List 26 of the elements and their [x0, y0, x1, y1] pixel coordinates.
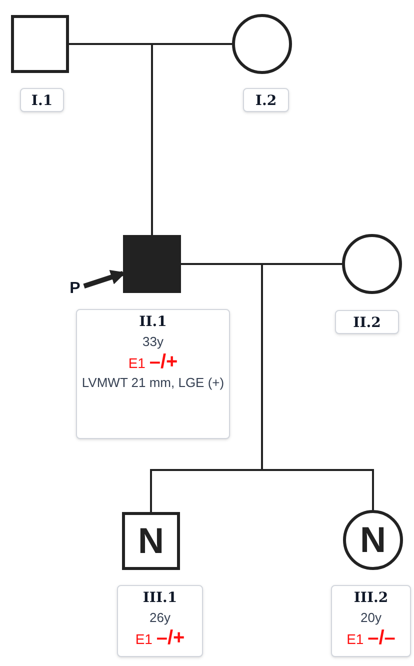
individual-id: III.1 [142, 589, 178, 608]
proband-label: P [66, 278, 84, 300]
genotype: E1 –/+ [135, 628, 185, 649]
clinical-note: LVMWT 21 mm, LGE (+) [82, 374, 224, 392]
male-symbol [11, 15, 69, 73]
label-card [331, 585, 411, 657]
status-letter: N [360, 522, 386, 558]
clinical-note: 26y [150, 609, 170, 627]
clinical-note: 33y [142, 333, 164, 351]
label-card [76, 309, 230, 439]
clinical-note: 20y [360, 609, 382, 627]
male-symbol [122, 512, 180, 570]
genotype: E1 –/– [346, 628, 396, 649]
connector-line [151, 43, 232, 235]
label-card [20, 88, 64, 112]
individual-id: I.2 [255, 92, 277, 111]
label-card [335, 310, 399, 334]
individual-id: II.2 [353, 314, 381, 333]
label-card [117, 585, 203, 657]
genotype: E1 –/+ [128, 352, 178, 373]
individual-id: II.1 [139, 313, 167, 332]
individual-id: III.2 [354, 589, 388, 608]
individual-id: I.1 [31, 92, 53, 111]
label-card [243, 88, 289, 112]
male-symbol [123, 235, 181, 293]
status-letter: N [138, 523, 164, 559]
